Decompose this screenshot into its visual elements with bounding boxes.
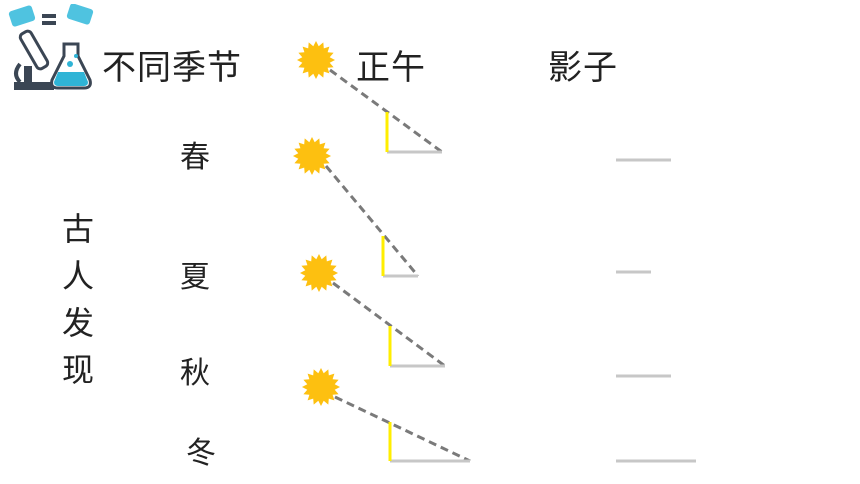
sun-icon <box>293 137 331 175</box>
sun-icon <box>300 254 338 292</box>
column-header-shadow: 影子 <box>548 48 618 88</box>
sun-ray-summer <box>324 165 420 277</box>
sun-ray-winter <box>334 395 471 463</box>
sun-icon <box>297 41 335 79</box>
season-label-autumn: 秋 <box>180 356 210 391</box>
sun-ray-autumn <box>332 281 446 368</box>
side-char: 古 <box>61 210 94 248</box>
side-text: 古 人 发 现 <box>58 206 98 394</box>
microscope-flask-logo-icon <box>8 4 94 90</box>
season-label-summer: 夏 <box>180 260 210 295</box>
sun-ray-spring <box>329 68 443 154</box>
side-char: 现 <box>61 351 94 389</box>
side-char: 人 <box>61 257 94 295</box>
side-char: 发 <box>61 304 94 342</box>
sun-icon <box>302 368 340 406</box>
season-label-spring: 春 <box>180 140 210 175</box>
season-label-winter: 冬 <box>186 436 216 471</box>
column-header-noon: 正午 <box>356 48 426 88</box>
page-title: 不同季节 <box>102 48 242 88</box>
